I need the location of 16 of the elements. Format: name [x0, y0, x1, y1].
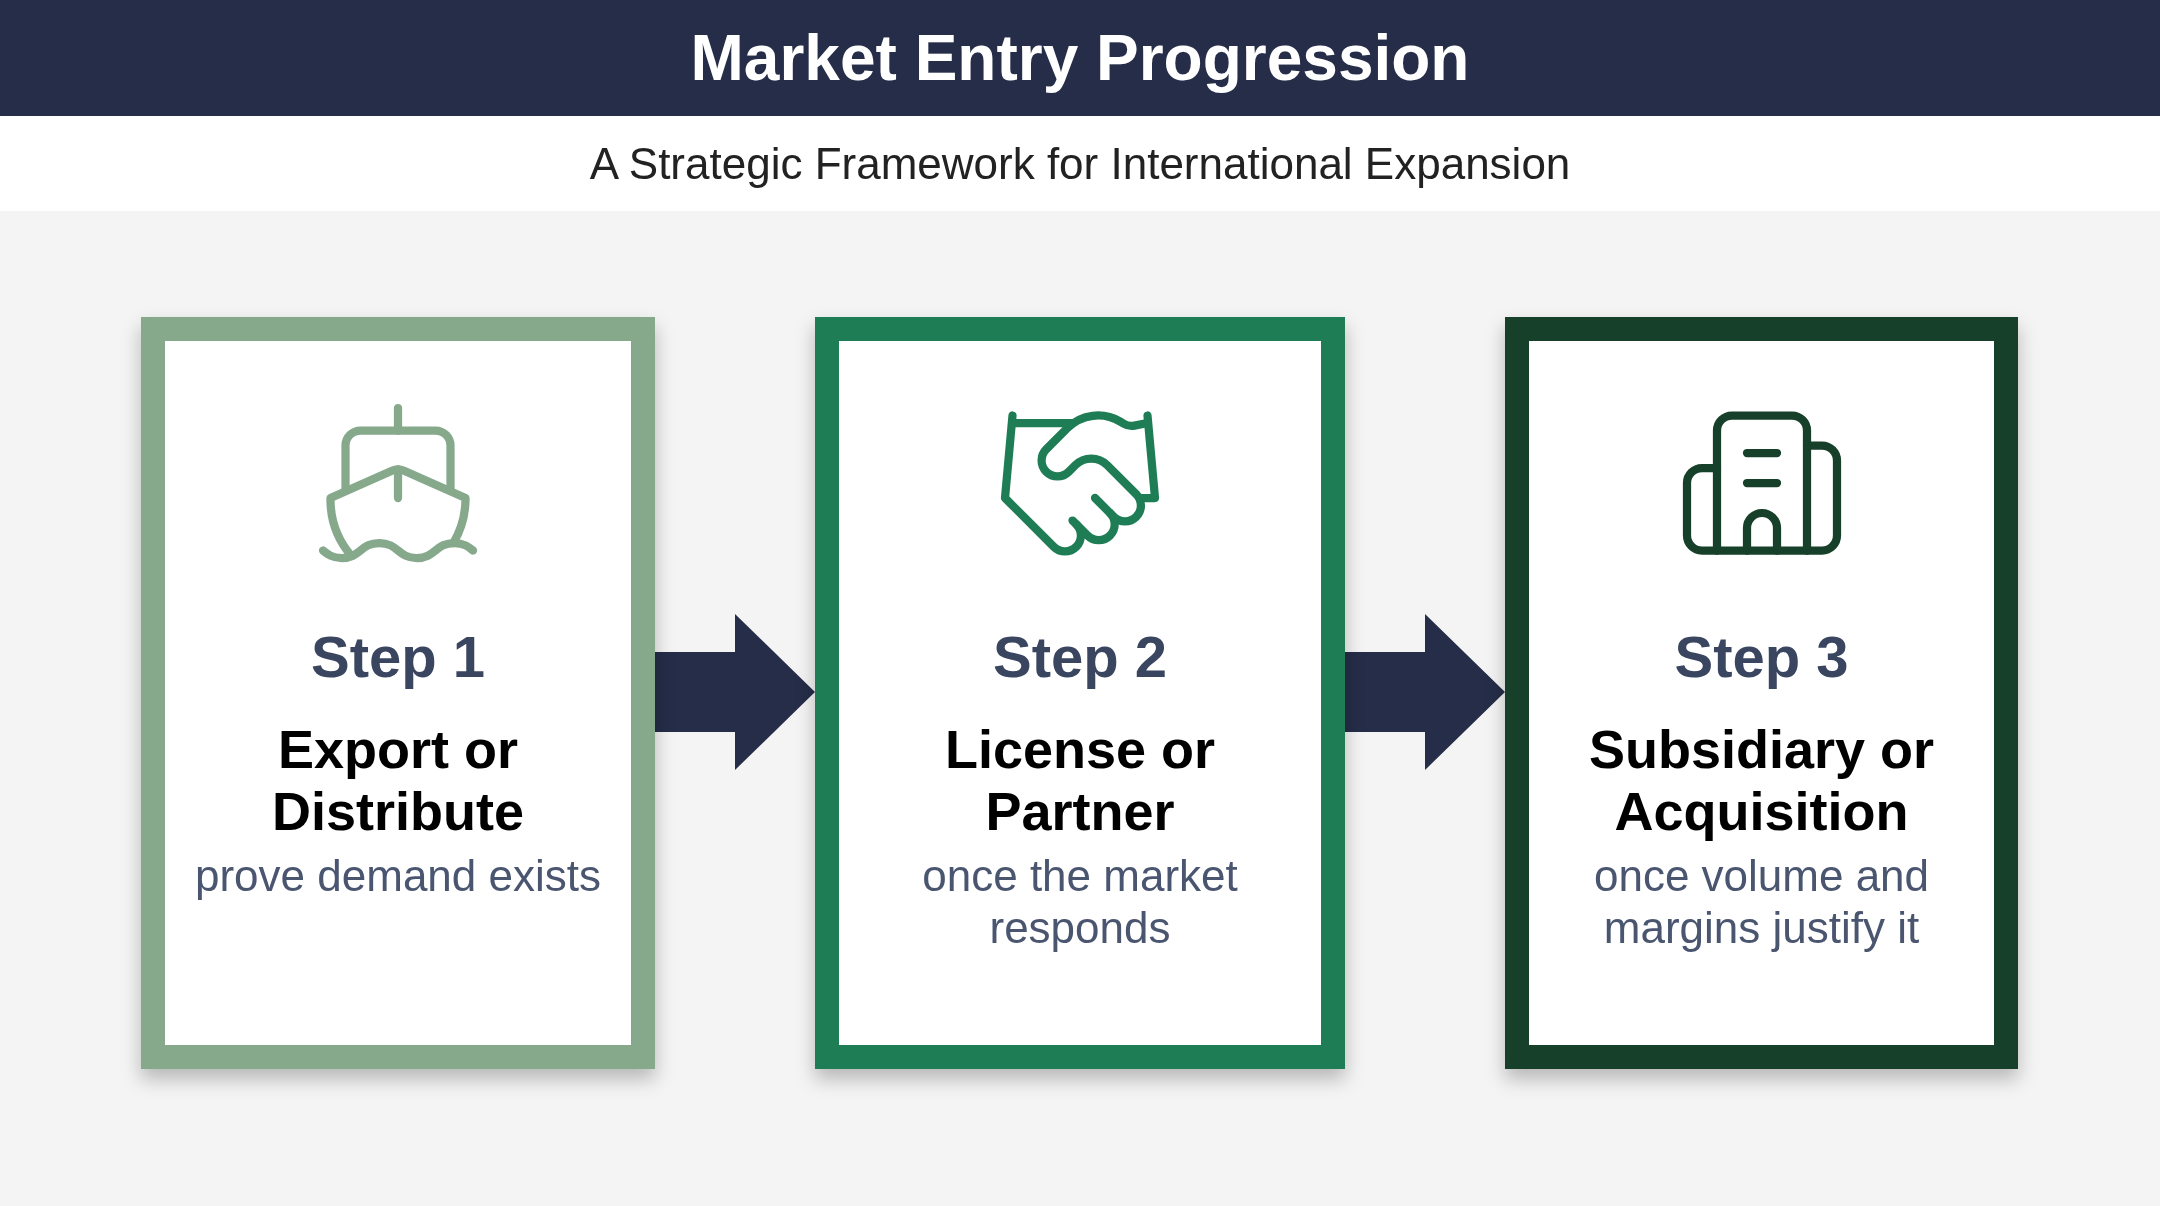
step-description: once volume and margins justify it — [1592, 850, 1931, 954]
step-card — [1505, 317, 2018, 1069]
subtitle: A Strategic Framework for International Expansion — [589, 137, 1571, 190]
step-description: prove demand exists — [194, 850, 602, 902]
step-number: Step 3 — [1674, 623, 1849, 691]
step-number: Step 1 — [310, 623, 486, 691]
arrow — [655, 614, 815, 770]
step-card — [141, 317, 655, 1069]
step-number: Step 2 — [992, 623, 1168, 691]
step-title: Subsidiary or Acquisition — [1587, 718, 1936, 842]
title: Market Entry Progression — [690, 21, 1470, 96]
step-card — [815, 317, 1345, 1069]
arrow — [1345, 614, 1505, 770]
step-title: Export or Distribute — [271, 718, 525, 842]
step-description: once the market responds — [921, 850, 1239, 954]
step-title: License or Partner — [943, 718, 1217, 842]
